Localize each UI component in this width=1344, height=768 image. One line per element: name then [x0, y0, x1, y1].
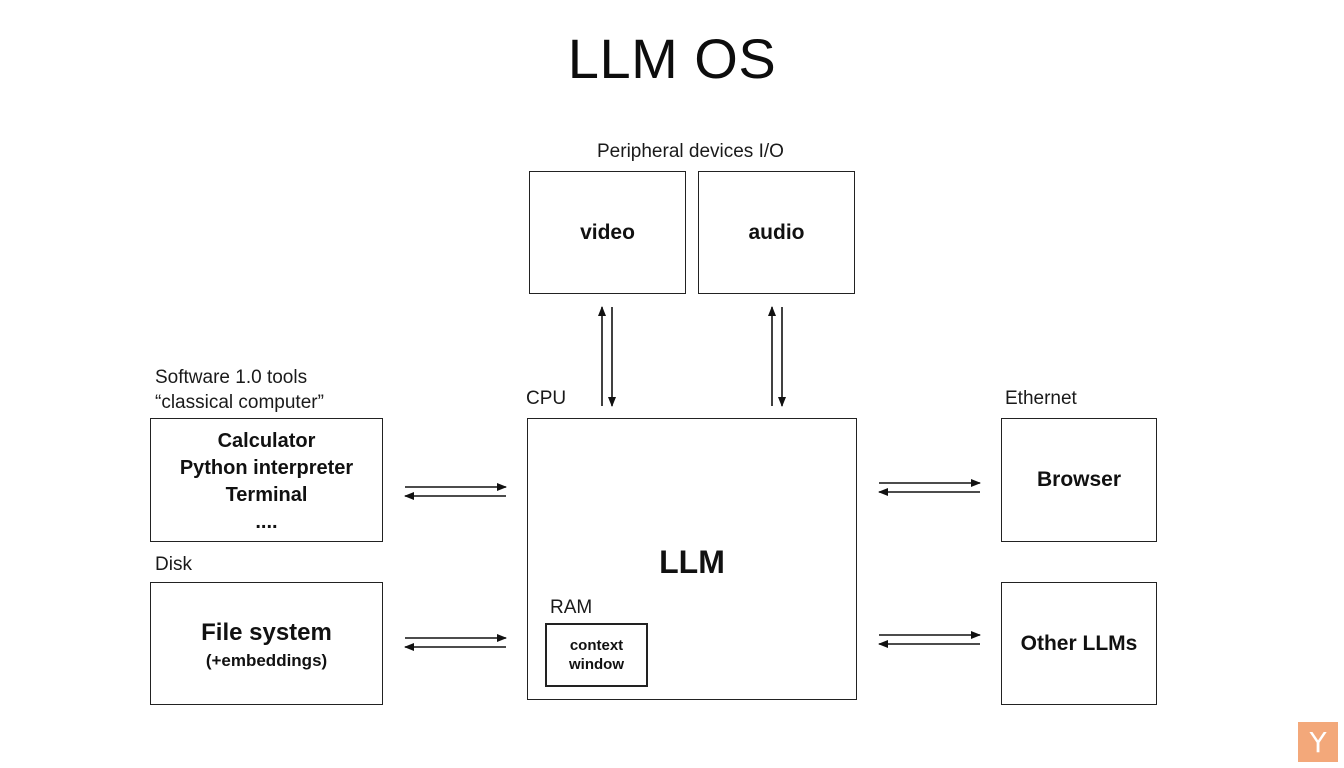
browser-box: Browser — [1001, 418, 1157, 542]
context-line-2: window — [569, 656, 624, 673]
other-llms-box: Other LLMs — [1001, 582, 1157, 705]
context-window-label: context window — [547, 636, 646, 674]
file-system-box: File system (+embeddings) — [150, 582, 383, 705]
audio-label: audio — [748, 221, 805, 244]
context-line-1: context — [569, 637, 624, 654]
video-box: video — [529, 171, 686, 294]
file-system-title: File system — [201, 619, 332, 646]
llm-box: LLM RAM context window — [527, 418, 857, 700]
disk-label: Disk — [155, 554, 192, 575]
tool-calculator: Calculator — [217, 430, 316, 452]
software-tools-box: Calculator Python interpreter Terminal .… — [150, 418, 383, 542]
tool-ellipsis: .... — [255, 511, 278, 533]
peripheral-devices-label: Peripheral devices I/O — [597, 141, 784, 162]
video-label: video — [580, 221, 635, 244]
tool-python-interpreter: Python interpreter — [179, 457, 354, 479]
audio-box: audio — [698, 171, 855, 294]
context-window-box: context window — [545, 623, 648, 687]
software-tools-list: Calculator Python interpreter Terminal .… — [151, 428, 382, 536]
other-llms-label: Other LLMs — [1020, 632, 1138, 655]
tool-terminal: Terminal — [225, 484, 308, 506]
software-tools-label: Software 1.0 tools — [155, 367, 308, 388]
page-title: LLM OS — [567, 27, 777, 90]
y-logo-icon: Y — [1298, 722, 1338, 762]
llm-label: LLM — [659, 544, 725, 580]
file-system-subtitle: (+embeddings) — [205, 651, 328, 670]
classical-computer-label: “classical computer” — [155, 392, 324, 413]
cpu-label: CPU — [526, 388, 567, 409]
browser-label: Browser — [1036, 468, 1122, 491]
ram-label: RAM — [550, 597, 593, 618]
ethernet-label: Ethernet — [1005, 388, 1077, 409]
